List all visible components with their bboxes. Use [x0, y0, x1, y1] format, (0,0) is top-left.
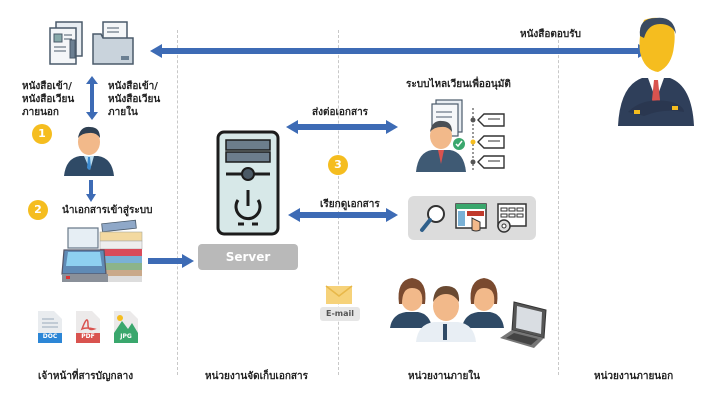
- spreadsheet-select-icon: [455, 203, 487, 232]
- column-divider-3: [558, 30, 559, 375]
- jpg-file-icon: [114, 311, 138, 343]
- down-arrow: [86, 180, 96, 202]
- external-unit-title: หน่วยงานภายนอก: [594, 371, 674, 382]
- settings-grid-icon: [497, 203, 527, 233]
- server-label: Server: [198, 244, 298, 270]
- approval-workflow-label: ระบบไหลเวียนเพื่ออนุมัติ: [406, 79, 511, 90]
- email-envelope-icon: [325, 285, 353, 304]
- approval-workflow-icon: [416, 99, 505, 172]
- email-label: E-mail: [320, 307, 360, 321]
- column-divider-1: [177, 30, 178, 375]
- doc-file-label: DOC: [42, 333, 58, 340]
- step-3-badge: 3: [328, 155, 348, 175]
- pdf-file-icon: [76, 311, 100, 343]
- forward-document-label: ส่งต่อเอกสาร: [312, 107, 369, 118]
- laptop-icon: [500, 301, 547, 348]
- external-businessman-icon: [618, 17, 694, 126]
- internal-letter-label: หนังสือเข้า/ หนังสือเวียน ภายใน: [108, 81, 161, 118]
- reply-letter-arrow: [150, 44, 650, 58]
- step-1-badge: 1: [32, 124, 52, 144]
- vertical-double-arrow: [86, 76, 98, 120]
- scanner-binders-icon: [61, 219, 143, 282]
- magnifier-icon: [420, 205, 445, 232]
- document-pen-icon: [49, 21, 83, 65]
- document-storage-title: หน่วยงานจัดเก็บเอกสาร: [205, 371, 308, 382]
- external-letter-label: หนังสือเข้า/ หนังสือเวียน ภายนอก: [22, 81, 75, 118]
- retrieve-document-arrow: [288, 208, 398, 222]
- retrieve-document-label: เรียกดูเอกสาร: [320, 199, 380, 210]
- central-clerk-title: เจ้าหน้าที่สารบัญกลาง: [38, 371, 134, 382]
- internal-staff-icon: [390, 278, 504, 342]
- server-tower-icon: [216, 130, 280, 236]
- jpg-file-label: JPG: [120, 333, 132, 340]
- document-folder-icon: [92, 21, 134, 65]
- doc-file-icon: [38, 311, 62, 343]
- internal-unit-title: หน่วยงานภายใน: [408, 371, 481, 382]
- to-server-arrow: [148, 254, 194, 268]
- clerk-person-icon: [64, 126, 114, 176]
- import-document-label: นำเอกสารเข้าสู่ระบบ: [62, 205, 153, 216]
- reply-letter-label: หนังสือตอบรับ: [520, 29, 581, 40]
- column-divider-2: [338, 30, 339, 375]
- step-2-badge: 2: [28, 200, 48, 220]
- pdf-file-label: PDF: [81, 333, 95, 340]
- forward-document-arrow: [286, 120, 398, 134]
